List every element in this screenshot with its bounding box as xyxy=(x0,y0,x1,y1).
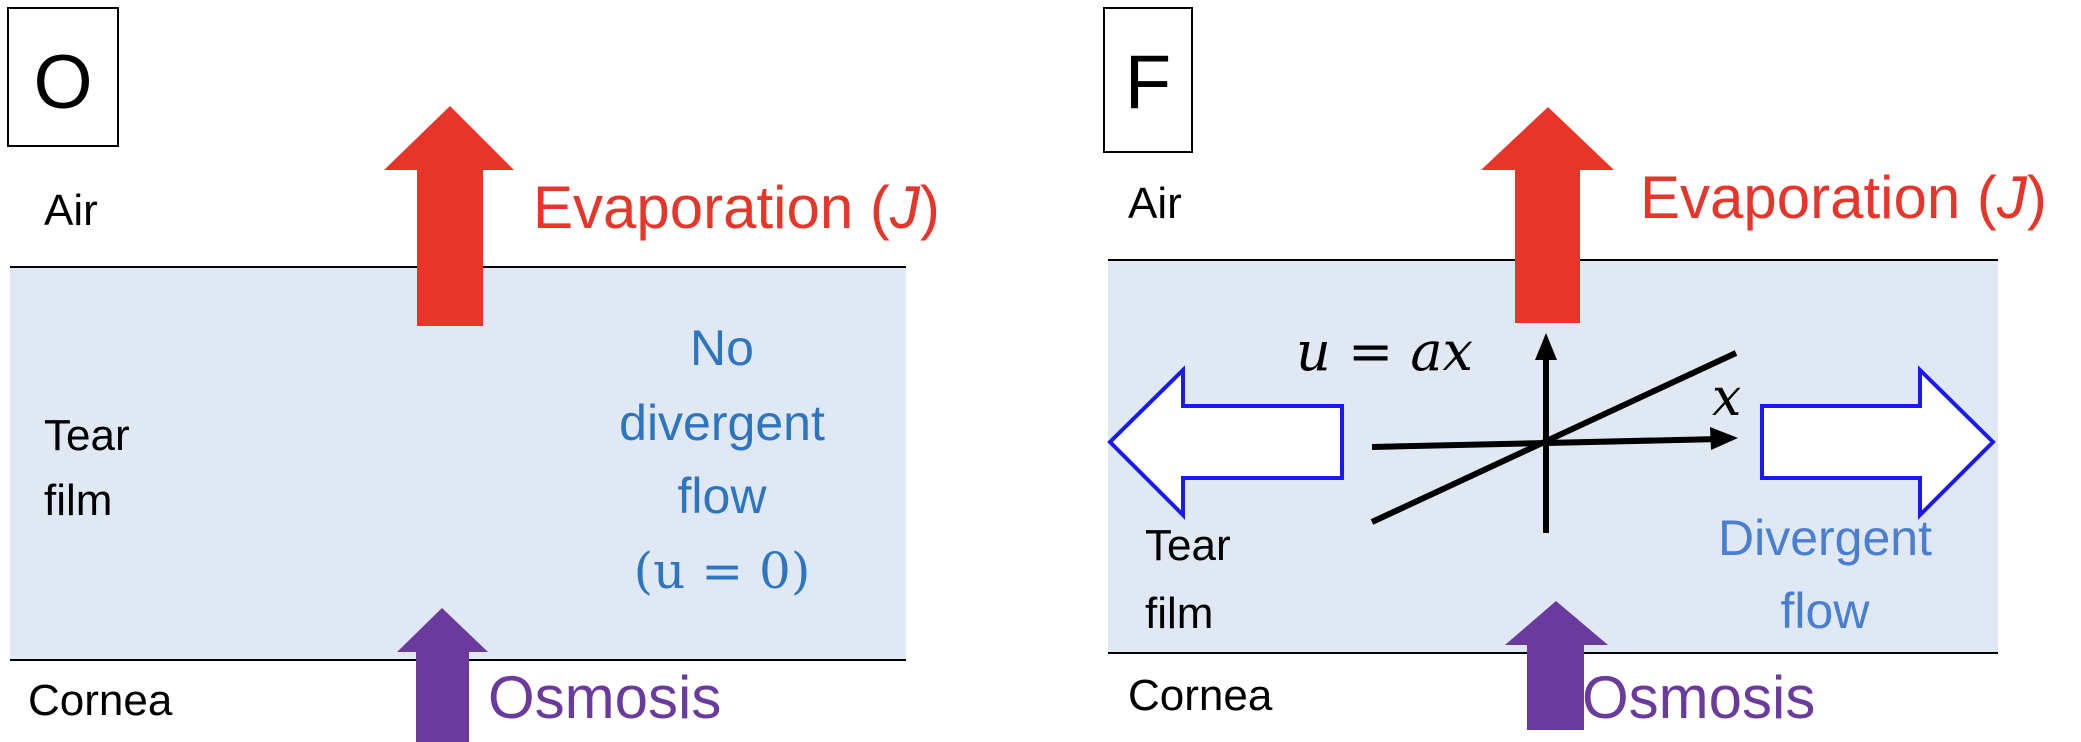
flux-symbol: J xyxy=(1996,164,2028,231)
air-label: Air xyxy=(44,186,98,235)
tear-label: Tear xyxy=(44,411,130,460)
osmosis-label: Osmosis xyxy=(488,664,721,731)
flow-line-3: flow xyxy=(678,468,768,524)
velocity-equation: u = ax xyxy=(1296,320,1473,383)
flow-line-1: No xyxy=(690,320,754,376)
tear-label: Tear xyxy=(1145,521,1231,570)
vertical-axis-arrowhead xyxy=(1535,333,1557,360)
air-label: Air xyxy=(1128,179,1182,228)
right-flow-arrow xyxy=(1760,365,1996,520)
flow-line-2: flow xyxy=(1781,583,1871,639)
velocity-line xyxy=(1370,350,1738,525)
x-axis-label: x xyxy=(1712,368,1741,428)
osmosis-arrow xyxy=(397,608,488,742)
osmosis-label: Osmosis xyxy=(1582,664,1815,731)
panel-label-box xyxy=(7,7,119,147)
panel-f: F Air Tear film Cornea Evaporation (J) O… xyxy=(1103,7,2047,731)
panel-label: O xyxy=(33,40,92,125)
evaporation-arrow xyxy=(1481,107,1614,323)
tear-film-region xyxy=(10,267,906,660)
panel-o: O Air Tear film Cornea Evaporation (J) O… xyxy=(7,7,940,742)
divergent-flow-description: Divergent flow xyxy=(1718,510,1932,639)
evaporation-label: Evaporation (J) xyxy=(1640,164,2047,231)
panel-label-box xyxy=(1103,7,1193,153)
x-axis-arrowhead xyxy=(1710,427,1738,450)
flow-line-4: (u = 0) xyxy=(634,542,811,600)
velocity-profile xyxy=(1370,342,1738,533)
film-label: film xyxy=(1145,589,1213,638)
osmosis-arrow xyxy=(1505,601,1608,730)
flux-symbol: J xyxy=(889,174,921,241)
left-flow-arrow xyxy=(1107,365,1344,520)
film-label: film xyxy=(44,476,112,525)
flow-description: No divergent flow (u = 0) xyxy=(619,320,825,600)
flow-line-2: divergent xyxy=(619,395,825,451)
evaporation-arrow xyxy=(384,106,514,326)
cornea-label: Cornea xyxy=(28,676,173,725)
panel-label: F xyxy=(1125,40,1171,125)
evaporation-label: Evaporation (J) xyxy=(533,174,940,241)
cornea-label: Cornea xyxy=(1128,671,1273,720)
flow-line-1: Divergent xyxy=(1718,510,1932,566)
